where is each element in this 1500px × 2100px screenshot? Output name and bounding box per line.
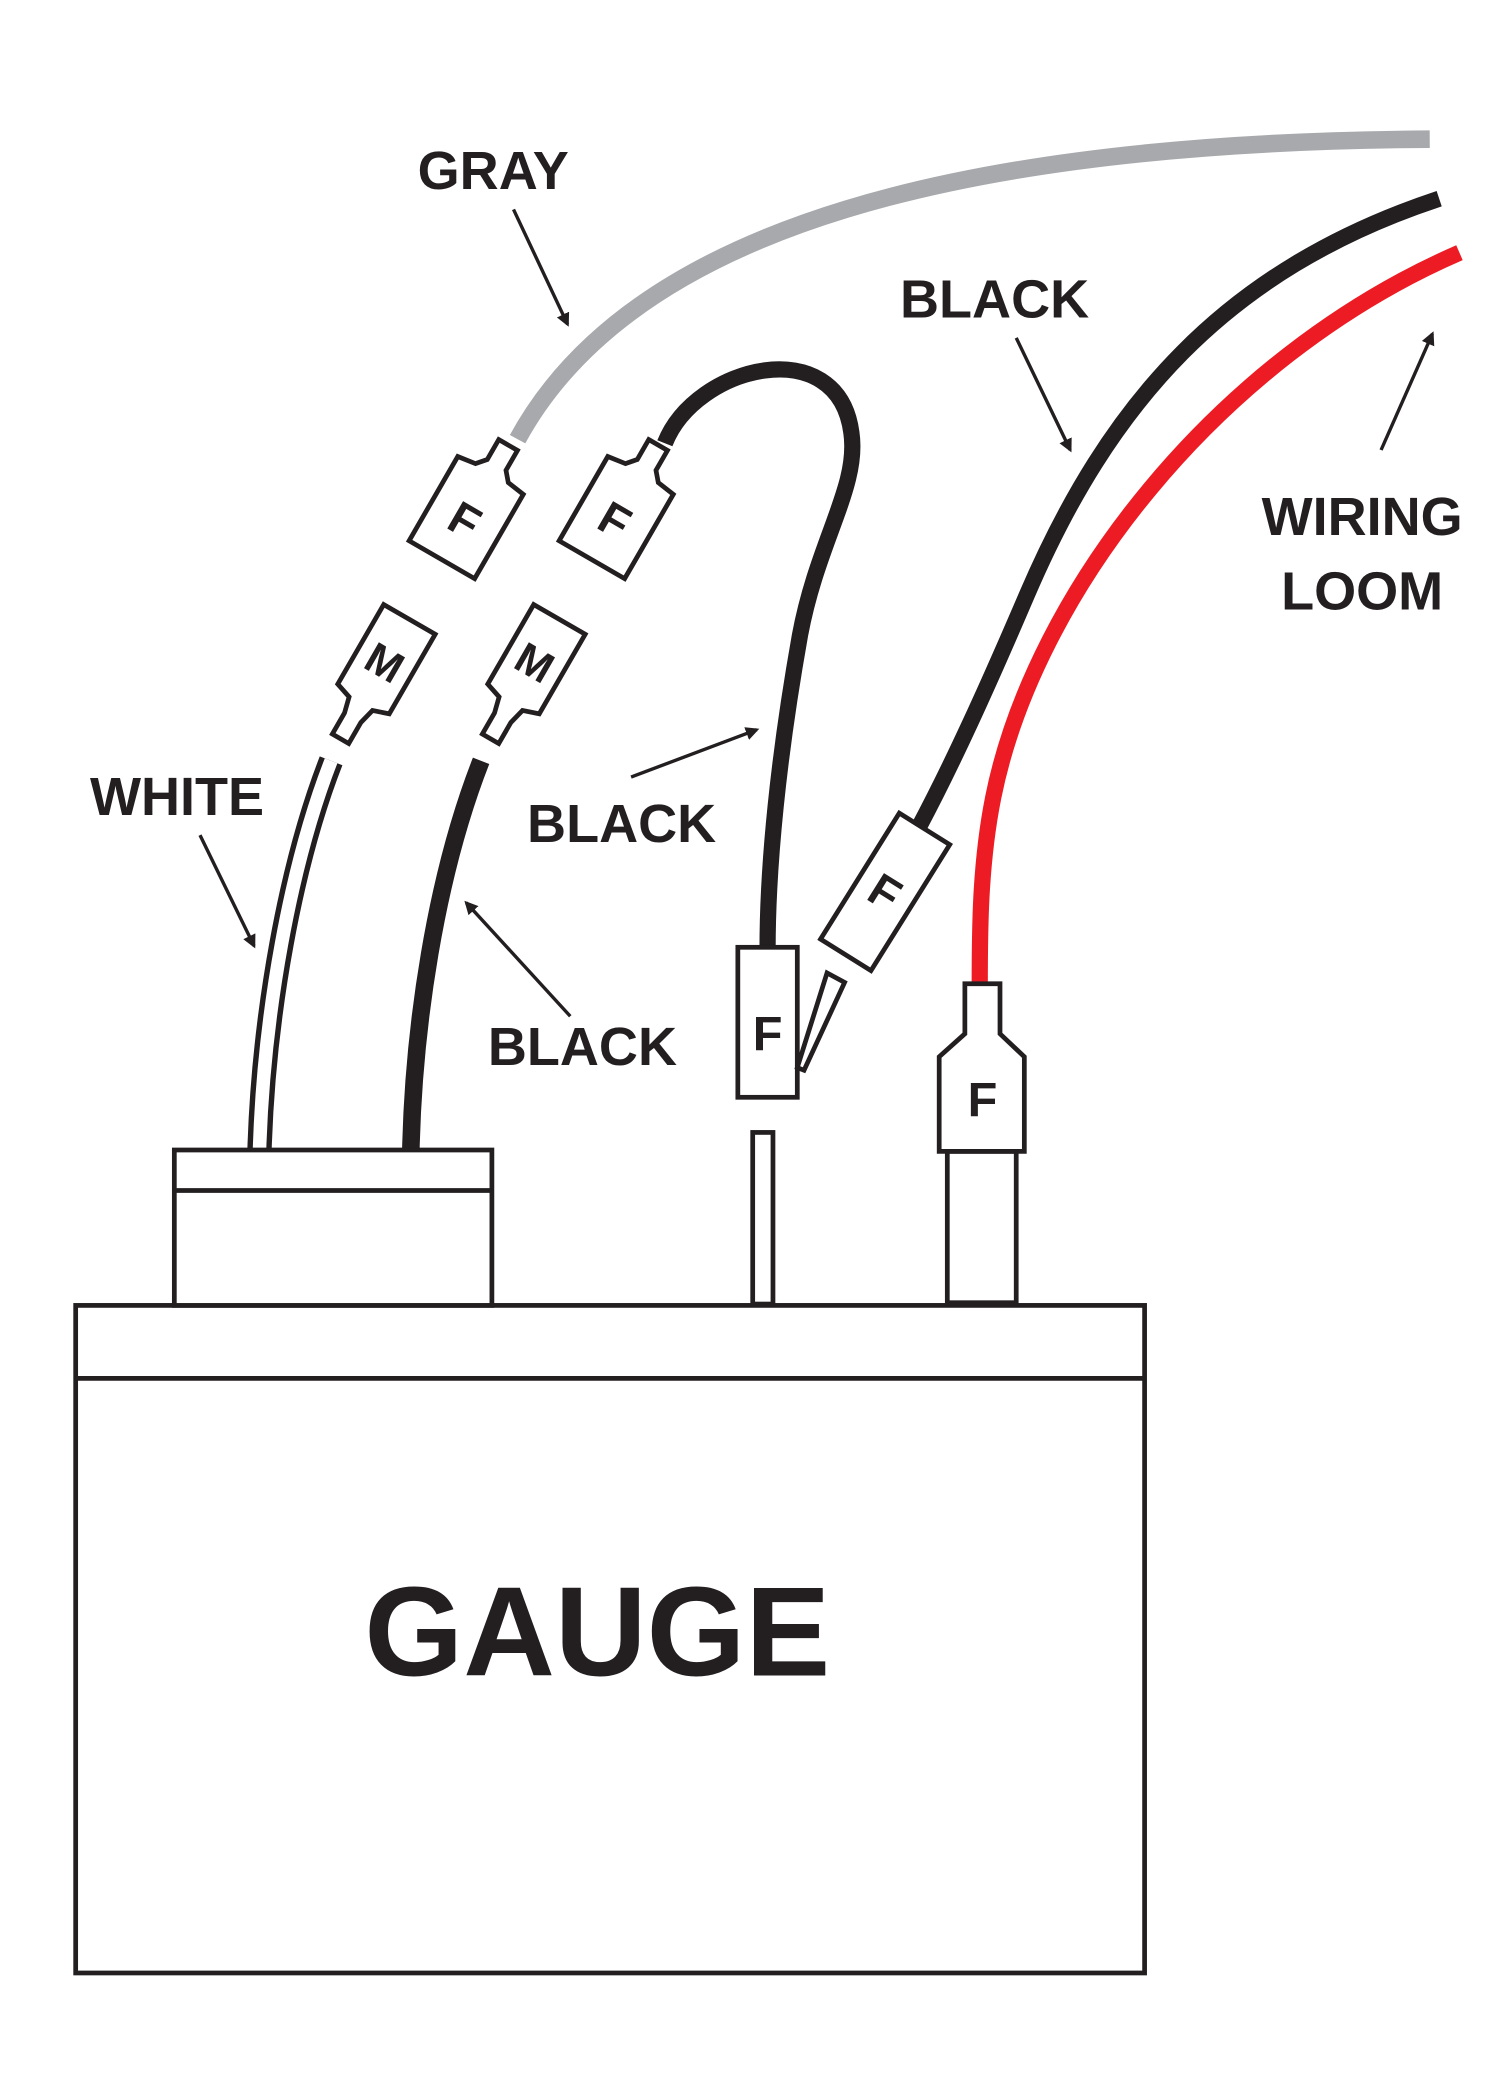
loom-label: LOOM (1281, 561, 1443, 621)
black-label-upper: BLACK (527, 794, 716, 854)
black-loom-arrow (1014, 337, 1072, 453)
red-loom-wire (971, 245, 1463, 987)
connector-tab (794, 969, 848, 1074)
gray-arrow (511, 208, 570, 327)
black-label-loom: BLACK (900, 270, 1089, 330)
gray-label: GRAY (418, 141, 569, 201)
white-male-connector: M (329, 601, 439, 747)
loom-female-connector: F (817, 809, 953, 974)
loop-female-connector (735, 944, 800, 1100)
gray-wire (509, 130, 1430, 444)
black-loop-wire (657, 361, 861, 949)
gray-female-connector: F (405, 436, 527, 582)
gauge-plug (171, 1147, 495, 1308)
black-female-connector: F (555, 436, 677, 582)
svg-text:F: F (968, 1073, 998, 1127)
black-loom-wire (911, 190, 1442, 831)
white-label: WHITE (90, 767, 264, 827)
black-male-connector: M (479, 601, 589, 747)
black-upper-arrow (630, 727, 760, 779)
red-terminal-sleeve (944, 1148, 1019, 1306)
wiring-label: WIRING (1262, 487, 1463, 547)
white-arrow (198, 834, 256, 949)
black-label-lower: BLACK (488, 1017, 677, 1077)
leader-arrows (198, 208, 1435, 1018)
white-wire (252, 758, 338, 1152)
black-lower-arrow (464, 900, 572, 1018)
gauge-pin (750, 1130, 776, 1307)
svg-text:F: F (753, 1007, 783, 1061)
gauge-body (73, 1303, 1147, 1976)
black-wire (402, 757, 490, 1152)
white-wire-outline (247, 756, 343, 1152)
loom-arrow (1379, 331, 1435, 451)
red-female-connector (936, 981, 1027, 1154)
gauge-label: GAUGE (364, 1561, 830, 1703)
